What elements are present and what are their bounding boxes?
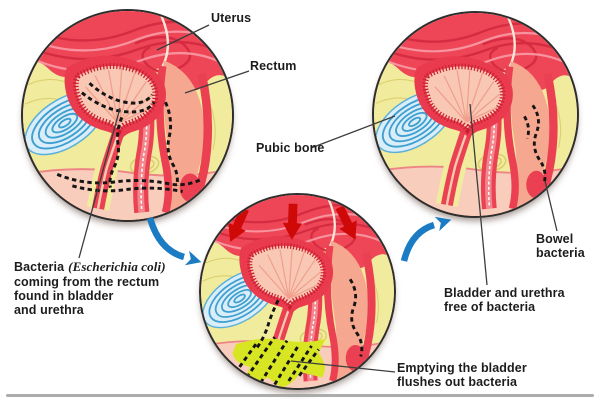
label-bladder-free: Bladder and urethra free of bacteria — [444, 286, 565, 315]
illustration-infected-pelvis — [21, 9, 234, 222]
label-emptying: Emptying the bladder flushes out bacteri… — [397, 361, 527, 390]
bacteria-note-bold: Bacteria — [14, 260, 65, 274]
label-uterus: Uterus — [211, 11, 252, 25]
bowel-bacteria-icon — [523, 104, 547, 186]
label-emptying-line1: Emptying the bladder — [397, 361, 527, 375]
illustration-voiding-bladder — [199, 193, 396, 390]
label-bladder-free-line1: Bladder and urethra — [444, 286, 565, 300]
label-rectum: Rectum — [250, 59, 297, 73]
urine-splash-icon — [232, 338, 326, 388]
bottom-edge-rule — [6, 394, 594, 397]
label-bacteria-note-line2: coming from the rectum — [14, 274, 160, 289]
label-bowel-bacteria-line1: Bowel — [536, 232, 574, 246]
label-bacteria-note: Bacteria(Escherichia coli) coming from t… — [14, 259, 166, 318]
bacteria-in-bladder-icon — [56, 82, 201, 193]
label-emptying-line2: flushes out bacteria — [397, 375, 518, 390]
label-bacteria-note-line4: and urethra — [14, 303, 84, 318]
illustration-clean-pelvis — [372, 11, 579, 218]
label-bladder-free-line2: free of bacteria — [444, 300, 536, 315]
label-pubic-bone: Pubic bone — [256, 141, 325, 155]
label-bowel-bacteria: Bowel bacteria — [536, 232, 585, 261]
label-bacteria-note-line1: Bacteria(Escherichia coli) — [14, 259, 166, 275]
label-bacteria-note-line3: found in bladder — [14, 289, 114, 304]
bacteria-note-italic: (Escherichia coli) — [68, 259, 166, 274]
label-bowel-bacteria-line2: bacteria — [536, 246, 585, 261]
flow-arrow-right-icon — [400, 216, 452, 262]
